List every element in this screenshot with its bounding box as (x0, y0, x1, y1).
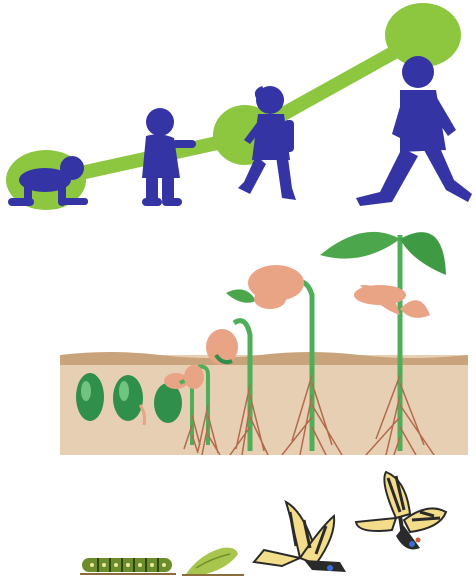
soil-surface (60, 352, 468, 365)
plant-growth-illustration (50, 205, 476, 455)
butterfly-life-cycle-panel (0, 462, 476, 583)
emerging-butterfly-icon (254, 502, 346, 572)
older-child-silhouette-icon (356, 56, 472, 206)
toddler-silhouette-icon (142, 108, 196, 206)
adult-butterfly-icon (356, 472, 446, 550)
human-growth-panel (0, 0, 476, 215)
human-growth-illustration (0, 0, 476, 215)
seed-stage-1-icon (76, 373, 104, 421)
caterpillar-icon (80, 558, 176, 574)
butterfly-life-cycle-illustration (0, 462, 476, 583)
chrysalis-icon (182, 548, 244, 575)
plant-growth-panel (50, 205, 476, 455)
